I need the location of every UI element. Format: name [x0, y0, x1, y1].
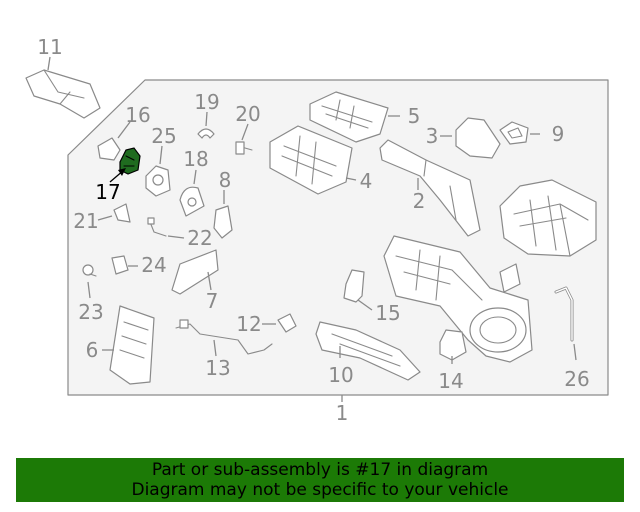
- callout-21: 21: [73, 209, 98, 233]
- callout-5: 5: [408, 104, 421, 128]
- callout-10: 10: [328, 363, 353, 387]
- part-21-bracket: [113, 203, 131, 223]
- part-23-screw: [82, 264, 97, 277]
- part-2-duct: [379, 139, 481, 237]
- callout-3: 3: [426, 124, 439, 148]
- callout-26: 26: [564, 367, 589, 391]
- banner-line-1: Part or sub-assembly is #17 in diagram: [151, 460, 489, 480]
- callout-7: 7: [206, 289, 219, 313]
- callout-13: 13: [205, 356, 230, 380]
- part-plate: [499, 263, 521, 293]
- callout-24: 24: [141, 253, 166, 277]
- part-18-lever: [179, 186, 205, 217]
- part-20-sensor: [235, 141, 253, 155]
- part-4-filter: [269, 125, 353, 195]
- part-info-banner: Part or sub-assembly is #17 in diagram D…: [16, 458, 624, 502]
- part-blower-housing: [499, 179, 597, 257]
- part-6-duct: [109, 305, 155, 385]
- part-12-sensor: [277, 313, 297, 333]
- part-9-seal: [499, 121, 529, 145]
- banner-line-2: Diagram may not be specific to your vehi…: [131, 480, 509, 500]
- part-11-duct: [25, 69, 101, 119]
- part-10-duct: [315, 321, 421, 381]
- part-22-link: [147, 217, 167, 237]
- part-26-drain-hose: [554, 286, 574, 342]
- part-13-hose: [175, 319, 273, 355]
- callout-12: 12: [236, 312, 261, 336]
- callout-2: 2: [413, 189, 426, 213]
- callout-6: 6: [86, 338, 99, 362]
- callout-1: 1: [336, 401, 349, 425]
- callout-25: 25: [151, 124, 176, 148]
- part-heater-case: [383, 235, 533, 363]
- callout-18: 18: [183, 147, 208, 171]
- callout-16: 16: [125, 103, 150, 127]
- callout-19: 19: [194, 90, 219, 114]
- parts-diagram: 1 11 16 17 25 19 18 20: [25, 35, 609, 425]
- callout-20: 20: [235, 102, 260, 126]
- callout-22: 22: [187, 226, 212, 250]
- part-3-duct: [455, 117, 501, 159]
- callout-14: 14: [438, 369, 463, 393]
- part-7-bracket: [171, 249, 219, 295]
- part-15-bracket: [343, 269, 365, 303]
- callout-4: 4: [360, 169, 373, 193]
- part-17-highlighted: [119, 147, 141, 175]
- callout-9: 9: [552, 122, 565, 146]
- part-14-actuator: [439, 329, 467, 361]
- callout-8: 8: [219, 168, 232, 192]
- callout-23: 23: [78, 300, 103, 324]
- callout-11: 11: [37, 35, 62, 59]
- part-5-filter-cover: [309, 91, 389, 143]
- callout-15: 15: [375, 301, 400, 325]
- part-8-motor: [213, 205, 233, 239]
- part-24-clip: [111, 255, 129, 275]
- part-25-actuator: [145, 165, 171, 197]
- part-16-bracket: [97, 137, 121, 161]
- callout-17: 17: [95, 180, 120, 204]
- part-19-clip: [197, 128, 215, 139]
